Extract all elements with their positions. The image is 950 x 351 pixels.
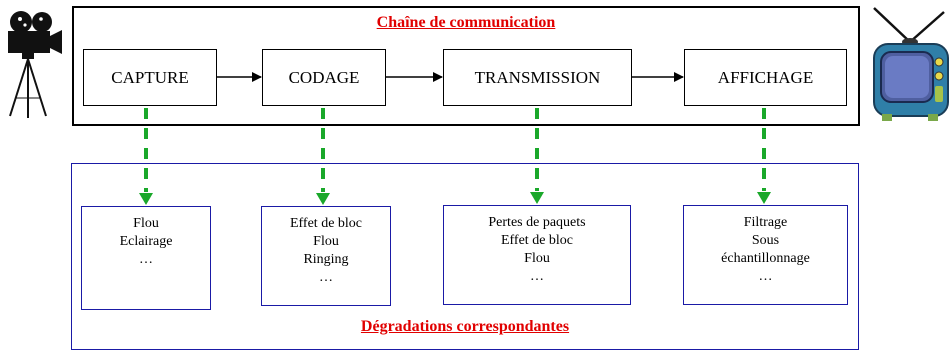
degradation-item: Sous xyxy=(751,233,780,248)
degradation-item: Flou xyxy=(524,251,550,266)
stage-codage: CODAGE xyxy=(262,49,386,106)
degradation-box-codage: Effet de bloc Flou Ringing … xyxy=(261,206,391,306)
degradation-item: Ringing xyxy=(303,252,349,267)
degradation-item: … xyxy=(139,252,153,267)
degradation-item: … xyxy=(758,269,773,284)
chain-title: Chaîne de communication xyxy=(376,14,556,31)
degradation-box-capture: Flou Eclairage … xyxy=(81,206,211,310)
degradation-item: … xyxy=(530,269,544,284)
degradation-box-transmission: Pertes de paquets Effet de bloc Flou … xyxy=(443,205,631,305)
degradation-item: Filtrage xyxy=(743,215,788,230)
degradation-item: Effet de bloc xyxy=(500,233,574,248)
stage-transmission: TRANSMISSION xyxy=(443,49,632,106)
degradations-title: Dégradations correspondantes xyxy=(360,318,570,335)
degradation-item: Pertes de paquets xyxy=(488,215,586,230)
degradation-box-affichage: Filtrage Sous échantillonnage … xyxy=(683,205,848,305)
movie-camera-icon xyxy=(8,11,62,118)
degradation-item: Effet de bloc xyxy=(289,216,363,231)
degradation-item: Eclairage xyxy=(119,234,173,249)
degradation-item: Flou xyxy=(133,216,159,231)
degradation-item: … xyxy=(319,270,333,285)
stage-capture: CAPTURE xyxy=(83,49,217,106)
television-icon xyxy=(873,7,949,121)
degradation-item: échantillonnage xyxy=(721,251,810,266)
degradation-item: Flou xyxy=(313,234,339,249)
stage-affichage: AFFICHAGE xyxy=(684,49,847,106)
